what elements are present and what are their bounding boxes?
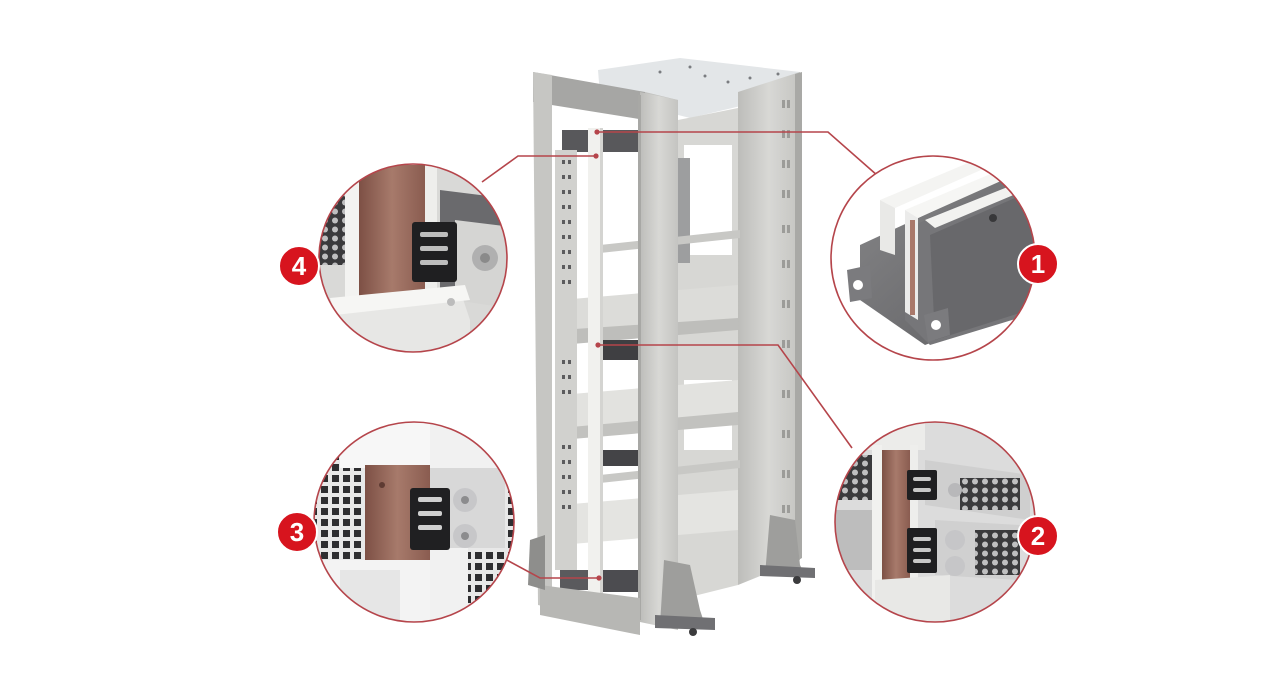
badge-number-3: 3 [290,517,304,547]
server-rack [528,58,815,636]
callout-1-detail [830,155,1036,361]
callout-badge-2: 2 [1017,515,1059,557]
callout-badge-4: 4 [278,245,320,287]
badge-number-1: 1 [1031,249,1045,279]
leader-line-2 [598,344,853,449]
leader-line-4 [481,155,596,183]
callout-4-detail [318,163,508,353]
callout-badge-3: 3 [276,511,318,553]
badge-number-2: 2 [1031,521,1045,551]
badge-number-4: 4 [292,251,307,281]
callout-2-detail [834,421,1036,623]
leader-line-3 [502,557,599,579]
leader-line-1 [597,131,879,177]
leader-lines [481,131,879,579]
callout-badge-1: 1 [1017,243,1059,285]
callout-3-detail [313,421,515,623]
